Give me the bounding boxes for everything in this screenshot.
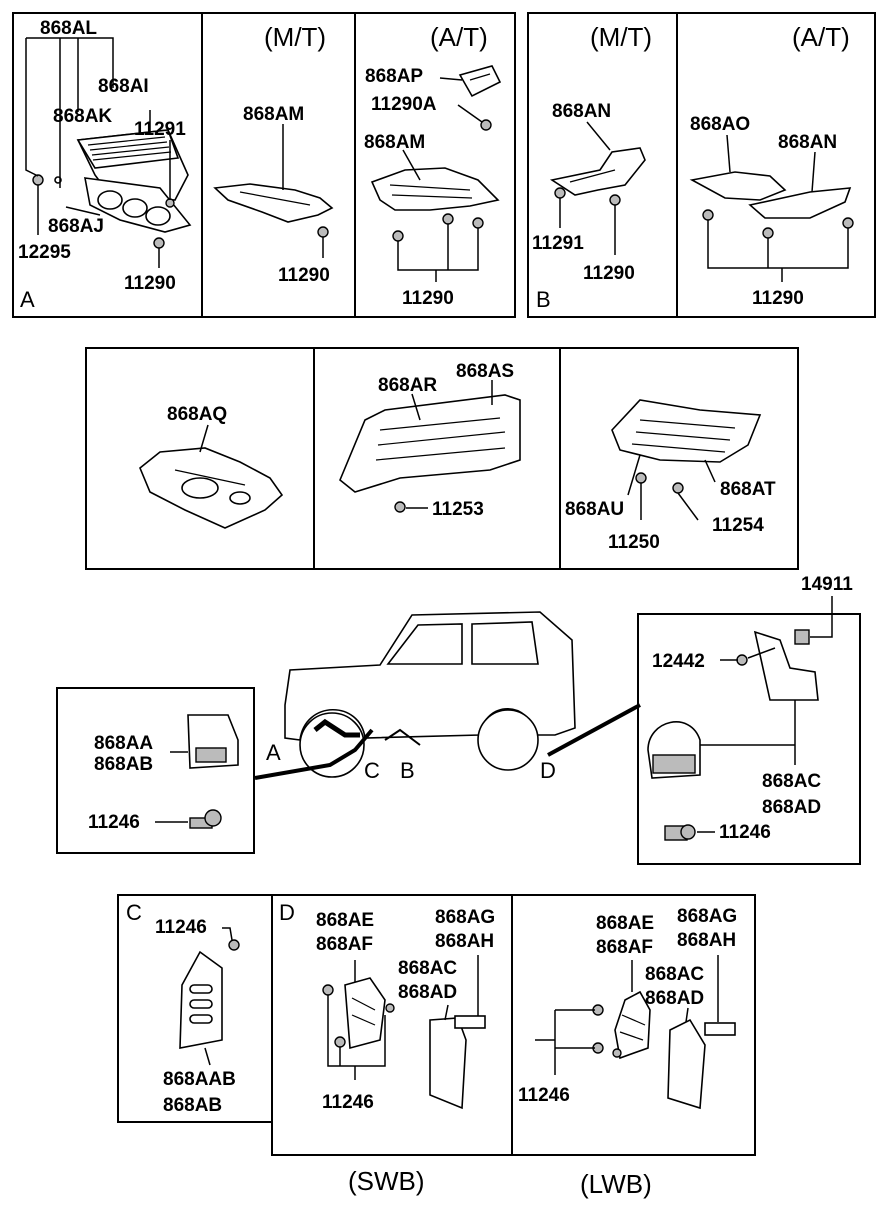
label-11290a: 11290A [371,94,437,115]
marker-a: A [266,740,281,765]
middle-row-frame [85,347,799,570]
panel-b-frame [527,12,876,318]
label-11246-swb: 11246 [322,1092,374,1113]
label-11290-at: 11290 [402,288,454,309]
mudguard-swb-part [322,977,486,1110]
label-868ac-swb: 868AC [398,958,457,979]
label-868aab: 868AAB [163,1069,236,1090]
label-868ao: 868AO [690,114,750,135]
variant-mt-a: (M/T) [264,22,326,52]
variant-at-a: (A/T) [430,22,488,52]
label-11250: 11250 [608,532,660,553]
variant-mt-b: (M/T) [590,22,652,52]
marker-c: C [364,758,380,783]
label-868ap: 868AP [365,66,423,87]
bottom-frame [117,894,756,1156]
mudguard-lwb-part [592,990,736,1110]
rear-mudflap-frame [637,613,861,865]
label-12442: 12442 [652,651,705,672]
label-11246-c: 11246 [155,917,207,938]
label-868aa: 868AA [94,733,153,754]
marker-b: B [400,758,415,783]
label-868aj: 868AJ [48,216,104,237]
label-12295: 12295 [18,242,71,263]
label-11253: 11253 [432,499,484,520]
crossmember-at-part [689,171,854,239]
label-868ac-lwb: 868AC [645,964,704,985]
label-14911: 14911 [801,574,853,595]
label-11291-b: 11291 [532,233,584,254]
label-868ad-rear: 868AD [762,797,821,818]
label-868ab-c: 868AB [163,1095,222,1116]
variant-swb: (SWB) [348,1166,425,1196]
label-868ad-swb: 868AD [398,982,457,1003]
crossmember-mt-part [549,147,646,206]
skid-plate-mt-part [213,183,334,238]
variant-at-b: (A/T) [792,22,850,52]
label-11246-lwb: 11246 [518,1085,570,1106]
label-868af-swb: 868AF [316,934,373,955]
label-11290-a1: 11290 [124,273,176,294]
heat-shield-part [32,129,192,249]
label-868aq: 868AQ [167,404,227,425]
fuel-tank-guard-part [611,399,762,494]
label-868ah-lwb: 868AH [677,930,736,951]
label-868ar: 868AR [378,375,437,396]
label-868am-mt: 868AM [243,104,304,125]
label-868ah-swb: 868AH [435,931,494,952]
panel-a-frame [12,12,516,318]
transmission-cover-part [339,394,521,513]
label-868ad-lwb: 868AD [645,988,704,1009]
label-868an-at: 868AN [778,132,837,153]
front-mudflap-part [187,714,239,829]
panel-a-group: 868AL 868AI 868AK 11291 868AJ 12295 1129… [12,12,516,318]
label-11246-front: 11246 [88,812,140,833]
middle-row-group: 868AQ 868AR 868AS 11253 868AT 868AU 1125… [85,347,799,570]
label-11290-b-at: 11290 [752,288,804,309]
label-868an-mt: 868AN [552,101,611,122]
vehicle-group: A C B D 868AA 868AB 11246 [56,574,861,865]
label-868ae-lwb: 868AE [596,913,654,934]
variant-lwb: (LWB) [580,1169,652,1199]
label-11291: 11291 [134,119,186,140]
label-868ac-rear: 868AC [762,771,821,792]
panel-b-group: (M/T) (A/T) 868AN 11291 11290 B 868AO 86… [527,12,876,318]
splash-guard-c-part [179,939,240,1049]
label-868ag-lwb: 868AG [677,906,737,927]
label-11290-b-mt: 11290 [583,263,635,284]
panel-a-letter: A [20,287,35,312]
label-868am-at: 868AM [364,132,425,153]
label-868ai: 868AI [98,76,149,97]
label-868ag-swb: 868AG [435,907,495,928]
skid-plate-at-part [370,65,502,242]
label-11254: 11254 [712,515,764,536]
label-868at: 868AT [720,479,776,500]
label-868ae-swb: 868AE [316,910,374,931]
front-mudflap-frame [56,687,255,854]
label-11290-mt: 11290 [278,265,330,286]
label-868al: 868AL [40,18,97,39]
panel-d-letter: D [279,900,295,925]
label-868af-lwb: 868AF [596,937,653,958]
label-868as: 868AS [456,361,514,382]
engine-undercover-part [139,447,284,529]
marker-d: D [540,758,556,783]
label-868ak: 868AK [53,106,112,127]
label-868ab-front: 868AB [94,754,153,775]
vehicle-illustration [284,611,576,778]
panel-c-letter: C [126,900,142,925]
bottom-group: C 11246 868AAB 868AB D 868AE [117,894,756,1199]
panel-b-letter: B [536,287,551,312]
label-868au: 868AU [565,499,624,520]
label-11246-rear: 11246 [719,822,771,843]
